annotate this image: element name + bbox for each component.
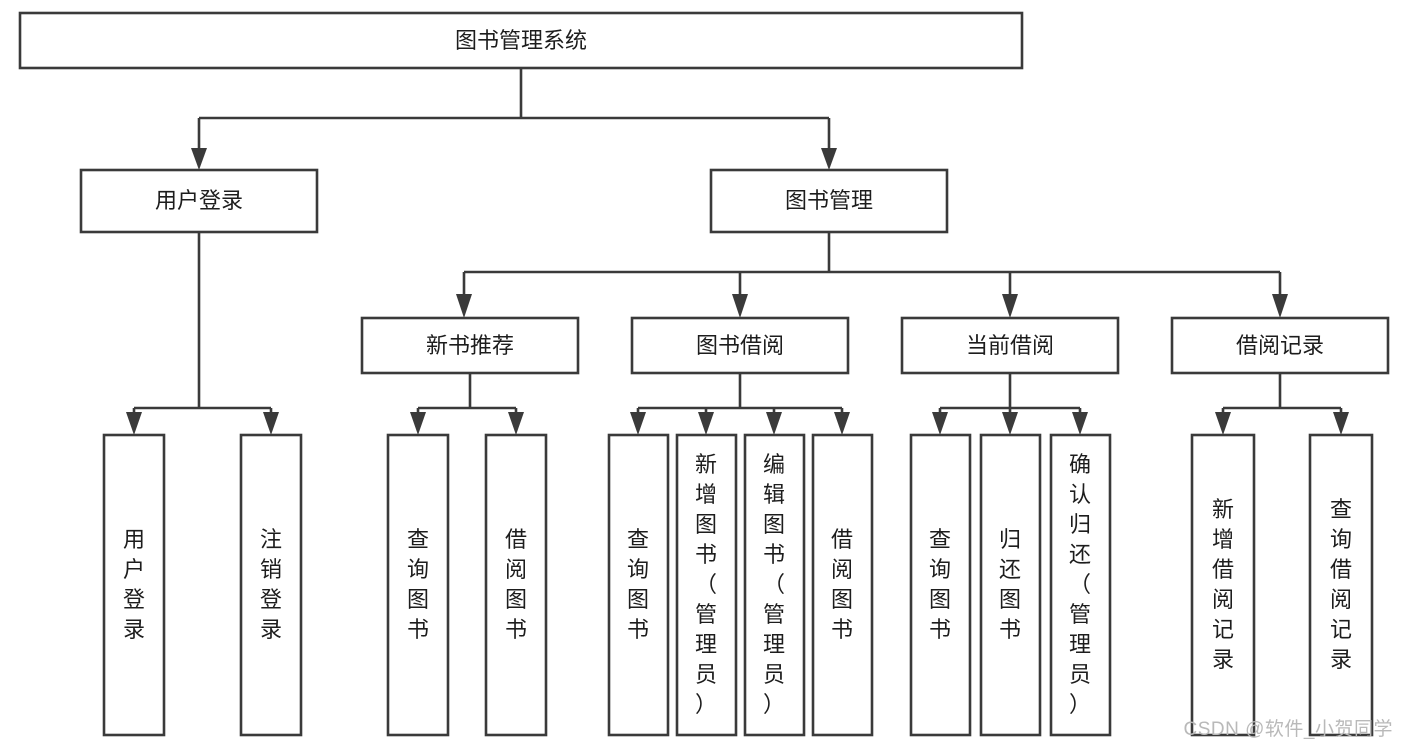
node-leaf-borrow-book-1[interactable]: 借阅图书 <box>484 433 548 737</box>
arrowhead-borrow-record <box>1272 294 1288 318</box>
node-leaf-add-borrow-record-box[interactable] <box>1190 433 1256 737</box>
arrowhead-leaf-confirm-return-admin <box>1072 412 1088 435</box>
csdn-watermark: CSDN @软件_小贺同学 <box>1183 719 1393 740</box>
arrowhead-leaf-edit-book-admin <box>766 412 782 435</box>
node-leaf-return-book-box[interactable] <box>979 433 1042 737</box>
node-book-manage[interactable]: 图书管理 <box>709 168 949 234</box>
arrowhead-new-book-rec <box>456 294 472 318</box>
node-new-book-rec[interactable]: 新书推荐 <box>360 316 580 375</box>
node-root-box[interactable] <box>18 11 1024 70</box>
arrowhead-book-manage <box>821 148 837 170</box>
node-book-borrow[interactable]: 图书借阅 <box>630 316 850 375</box>
node-new-book-rec-box[interactable] <box>360 316 580 375</box>
node-leaf-user-login-box[interactable] <box>102 433 166 737</box>
arrowhead-leaf-query-book-2 <box>630 412 646 435</box>
arrowhead-current-borrow <box>1002 294 1018 318</box>
arrowhead-leaf-query-borrow-record <box>1333 412 1349 435</box>
node-leaf-edit-book-admin-label: 编辑图书（管理员） <box>763 452 785 717</box>
arrowhead-leaf-return-book <box>1002 412 1018 435</box>
node-leaf-add-borrow-record-label: 新增借阅记录 <box>1212 497 1234 672</box>
arrowhead-leaf-add-borrow-record <box>1215 412 1231 435</box>
node-leaf-query-book-1-label: 查询图书 <box>407 527 429 642</box>
node-borrow-record[interactable]: 借阅记录 <box>1170 316 1390 375</box>
arrowhead-leaf-query-book-1 <box>410 412 426 435</box>
node-leaf-user-login[interactable]: 用户登录 <box>102 433 166 737</box>
arrowhead-leaf-borrow-book-2 <box>834 412 850 435</box>
node-leaf-query-book-3[interactable]: 查询图书 <box>909 433 972 737</box>
arrowhead-user-login <box>191 148 207 170</box>
node-leaf-query-book-3-label: 查询图书 <box>929 527 951 642</box>
node-leaf-add-borrow-record[interactable]: 新增借阅记录 <box>1190 433 1256 737</box>
arrowhead-leaf-user-logout <box>263 412 279 435</box>
node-root[interactable]: 图书管理系统 <box>18 11 1024 70</box>
node-leaf-query-book-1-box[interactable] <box>386 433 450 737</box>
node-leaf-user-logout-box[interactable] <box>239 433 303 737</box>
node-leaf-query-book-1[interactable]: 查询图书 <box>386 433 450 737</box>
node-user-login[interactable]: 用户登录 <box>79 168 319 234</box>
node-user-login-box[interactable] <box>79 168 319 234</box>
node-leaf-borrow-book-2-box[interactable] <box>811 433 874 737</box>
node-leaf-edit-book-admin[interactable]: 编辑图书（管理员） <box>743 433 806 737</box>
node-current-borrow-box[interactable] <box>900 316 1120 375</box>
node-leaf-borrow-book-1-box[interactable] <box>484 433 548 737</box>
node-leaf-borrow-book-2-label: 借阅图书 <box>831 527 853 642</box>
node-new-book-rec-label: 新书推荐 <box>426 333 514 358</box>
arrowhead-leaf-user-login <box>126 412 142 435</box>
node-leaf-confirm-return-admin-label: 确认归还（管理员） <box>1069 452 1091 717</box>
node-leaf-return-book[interactable]: 归还图书 <box>979 433 1042 737</box>
node-book-borrow-box[interactable] <box>630 316 850 375</box>
node-leaf-add-book-admin-box[interactable] <box>675 433 738 737</box>
node-leaf-query-borrow-record-box[interactable] <box>1308 433 1374 737</box>
node-leaf-confirm-return-admin-box[interactable] <box>1049 433 1112 737</box>
arrowhead-leaf-add-book-admin <box>698 412 714 435</box>
node-leaf-confirm-return-admin[interactable]: 确认归还（管理员） <box>1049 433 1112 737</box>
connector-layer <box>126 68 1349 435</box>
node-current-borrow[interactable]: 当前借阅 <box>900 316 1120 375</box>
node-leaf-return-book-label: 归还图书 <box>999 527 1021 642</box>
arrowhead-book-borrow <box>732 294 748 318</box>
node-user-login-label: 用户登录 <box>155 188 243 213</box>
node-leaf-query-borrow-record-label: 查询借阅记录 <box>1330 497 1352 672</box>
node-leaf-add-book-admin-label: 新增图书（管理员） <box>695 452 717 717</box>
node-leaf-add-book-admin[interactable]: 新增图书（管理员） <box>675 433 738 737</box>
node-leaf-borrow-book-1-label: 借阅图书 <box>505 527 527 642</box>
node-book-manage-label: 图书管理 <box>785 188 873 213</box>
node-leaf-borrow-book-2[interactable]: 借阅图书 <box>811 433 874 737</box>
node-book-manage-box[interactable] <box>709 168 949 234</box>
node-leaf-query-book-2-label: 查询图书 <box>627 527 649 642</box>
node-borrow-record-box[interactable] <box>1170 316 1390 375</box>
node-leaf-user-logout[interactable]: 注销登录 <box>239 433 303 737</box>
node-current-borrow-label: 当前借阅 <box>966 333 1054 358</box>
node-book-borrow-label: 图书借阅 <box>696 333 784 358</box>
node-leaf-query-book-2[interactable]: 查询图书 <box>607 433 670 737</box>
arrowhead-leaf-query-book-3 <box>932 412 948 435</box>
node-leaf-user-logout-label: 注销登录 <box>260 527 282 642</box>
node-leaf-query-book-3-box[interactable] <box>909 433 972 737</box>
node-leaf-query-borrow-record[interactable]: 查询借阅记录 <box>1308 433 1374 737</box>
node-leaf-query-book-2-box[interactable] <box>607 433 670 737</box>
node-leaf-edit-book-admin-box[interactable] <box>743 433 806 737</box>
node-leaf-user-login-label: 用户登录 <box>123 527 145 642</box>
arrowhead-leaf-borrow-book-1 <box>508 412 524 435</box>
node-root-label: 图书管理系统 <box>455 28 587 53</box>
node-borrow-record-label: 借阅记录 <box>1236 333 1324 358</box>
